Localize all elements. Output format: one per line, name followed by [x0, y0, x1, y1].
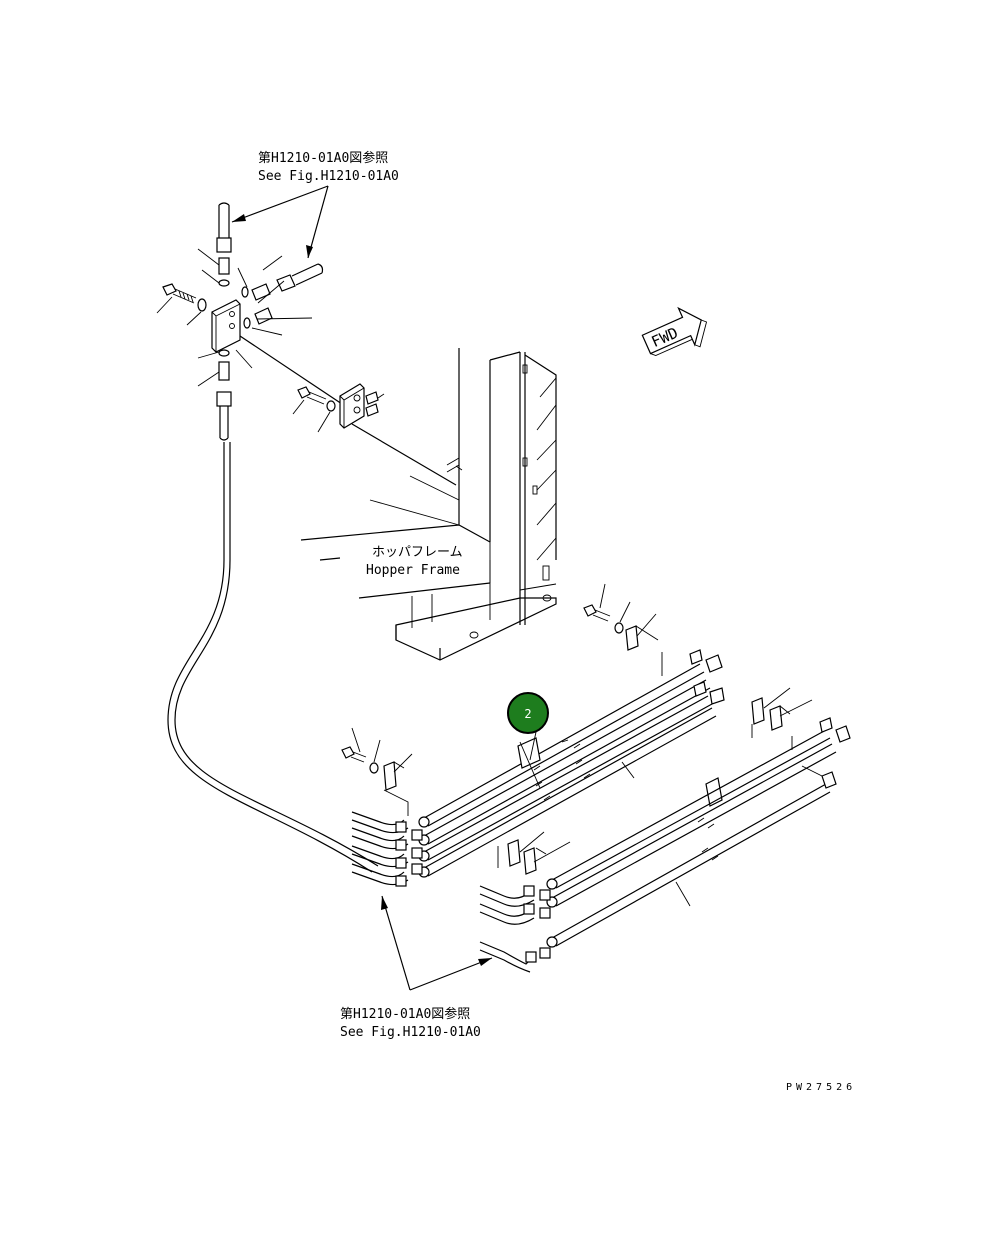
callout-number: 2 — [524, 707, 531, 721]
top-reference-arrows — [231, 185, 329, 259]
top-reference-en: See Fig.H1210-01A0 — [258, 169, 399, 184]
hopper-frame-structure — [292, 348, 557, 661]
hopper-frame-jp: ホッパフレーム — [372, 545, 463, 560]
hopper-frame-en: Hopper Frame — [366, 563, 460, 578]
pipe-bundle-upper — [341, 583, 813, 887]
bottom-reference-jp: 第H1210-01A0図参照 — [340, 1006, 470, 1022]
bottom-reference-arrows — [381, 895, 493, 991]
hopper-frame-label: ホッパフレーム Hopper Frame — [362, 540, 474, 580]
bottom-reference-label: 第H1210-01A0図参照 See Fig.H1210-01A0 — [340, 1006, 481, 1040]
top-reference-label: 第H1210-01A0図参照 See Fig.H1210-01A0 — [258, 150, 399, 184]
callout-badge-2[interactable]: 2 — [507, 692, 549, 734]
left-fittings-upper — [411, 816, 430, 878]
pipe-bundle-lower — [479, 717, 851, 973]
top-fitting-assembly — [156, 202, 379, 873]
fwd-direction-arrow: FWD — [641, 306, 708, 357]
drawing-code: PW27526 — [786, 1082, 856, 1093]
elbow-hoses-upper — [351, 811, 409, 887]
top-reference-jp: 第H1210-01A0図参照 — [258, 150, 388, 166]
bottom-reference-en: See Fig.H1210-01A0 — [340, 1025, 481, 1040]
